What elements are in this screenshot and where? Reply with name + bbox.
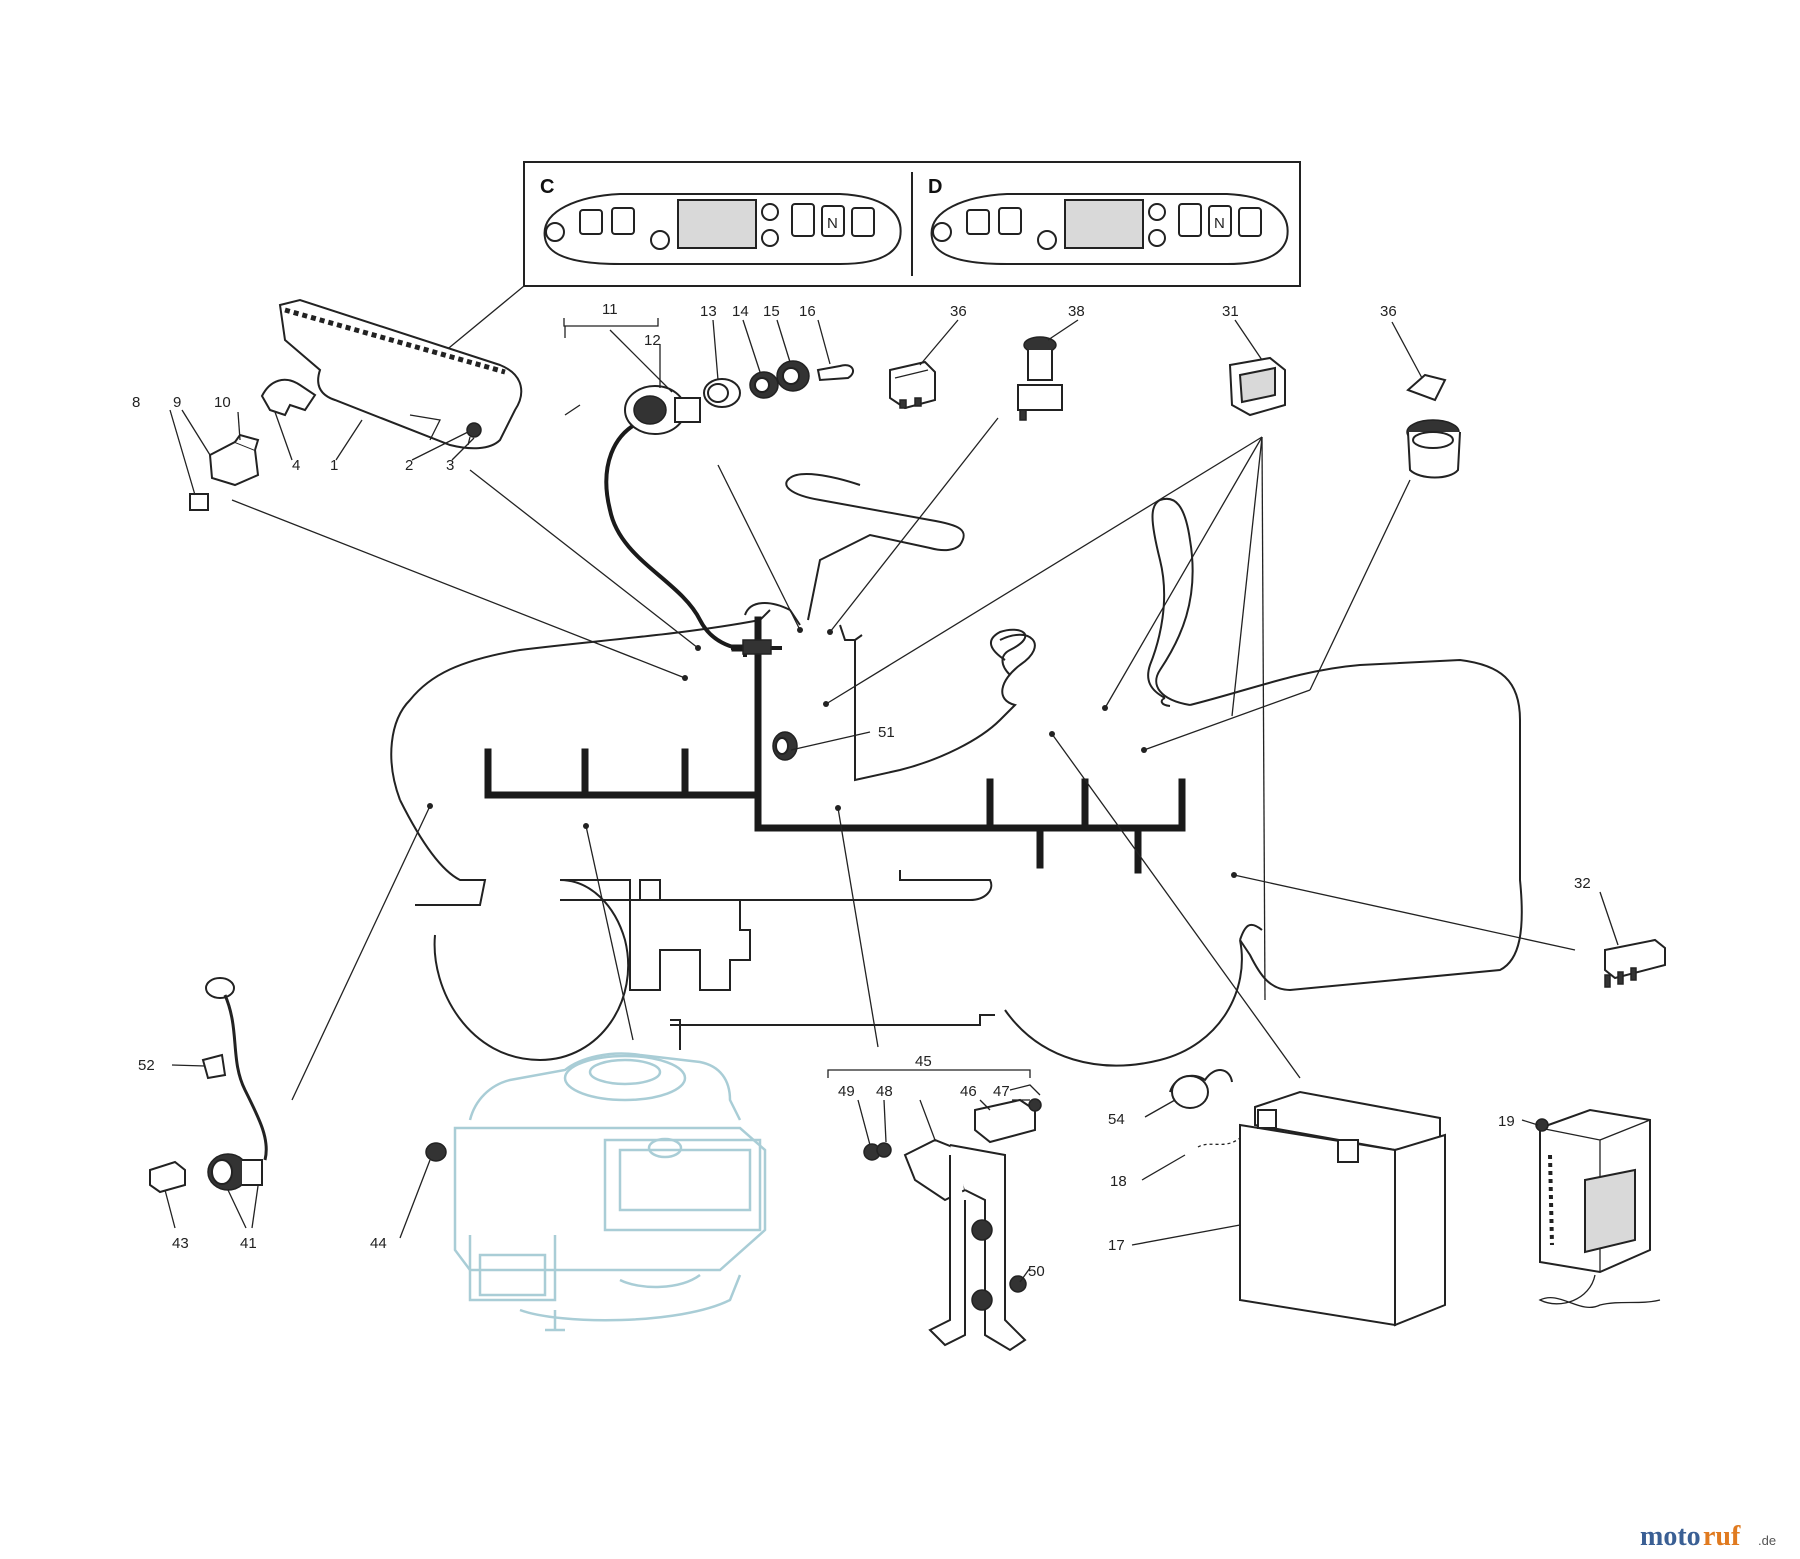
panel-letter-d: D [928, 176, 942, 198]
dashboard-panel-d: D N [928, 176, 1289, 265]
callout-18: 18 [1110, 1173, 1127, 1190]
callout-50: 50 [1028, 1263, 1045, 1280]
neutral-letter: N [827, 215, 838, 232]
callout-47: 47 [993, 1083, 1010, 1100]
callout-3: 3 [446, 457, 454, 474]
neutral-letter: N [1214, 215, 1225, 232]
reverse-icon [851, 207, 875, 237]
callout-38: 38 [1068, 303, 1085, 320]
push-switch-part [1017, 336, 1063, 421]
watermark-logo: moto ruf .de [1640, 1521, 1776, 1552]
washer-14 [749, 371, 779, 399]
reverse-icon [1238, 207, 1262, 237]
watermark-part2: ruf [1703, 1521, 1741, 1552]
fuel-icon [966, 209, 990, 235]
panel-letter-c: C [540, 176, 554, 198]
power-socket-part [1406, 373, 1461, 479]
callout-43: 43 [172, 1235, 189, 1252]
callout-51: 51 [878, 724, 895, 741]
callout-10: 10 [214, 394, 231, 411]
callout-11: 11 [602, 301, 618, 318]
fuel-icon [579, 209, 603, 235]
ignition-switch-part [624, 385, 701, 435]
callout-49: 49 [838, 1083, 855, 1100]
callout-4: 4 [292, 457, 300, 474]
indicator-lamp-icon [650, 230, 670, 250]
battery-charger-part [1535, 1108, 1661, 1308]
connection-points [427, 627, 1237, 878]
callout-leaders [164, 318, 1619, 1283]
indicator-lamp-icon [761, 229, 779, 247]
callout-19: 19 [1498, 1113, 1515, 1130]
rocker-switch-part [889, 360, 936, 410]
callout-numbers: 1 2 3 4 8 9 10 11 12 13 14 15 16 36 38 3… [132, 301, 1591, 1280]
callout-9: 9 [173, 394, 181, 411]
dashboard-variants-inset: C N D N [523, 161, 1301, 287]
battery-part [1239, 1090, 1446, 1327]
display-window [677, 199, 757, 249]
dashboard-panel-c: C N [540, 176, 902, 265]
callout-36-socket: 36 [1380, 303, 1397, 320]
key-switch-icon [545, 222, 565, 242]
tractor-outline [390, 473, 1523, 1067]
callout-52: 52 [138, 1057, 155, 1074]
seat-icon [1178, 203, 1202, 237]
callout-1: 1 [330, 457, 338, 474]
callout-54: 54 [1108, 1111, 1125, 1128]
watermark-suffix: .de [1758, 1533, 1776, 1548]
ignition-nut-13 [703, 378, 741, 408]
seat-icon [791, 203, 815, 237]
indicator-lamp-icon [1037, 230, 1057, 250]
neutral-icon [1208, 205, 1232, 237]
bracket-assembly-45 [863, 1084, 1042, 1352]
callout-46: 46 [960, 1083, 977, 1100]
callout-12: 12 [644, 332, 661, 349]
dashboard-housing-part [278, 298, 523, 450]
callout-41: 41 [240, 1235, 257, 1252]
oil-icon [998, 207, 1022, 235]
indicator-lamp-icon [1148, 203, 1166, 221]
key-16 [816, 364, 855, 382]
display-window [1064, 199, 1144, 249]
callout-17: 17 [1108, 1237, 1125, 1254]
seat-switch-part [1228, 356, 1286, 417]
callout-13: 13 [700, 303, 717, 320]
screw-part [466, 422, 482, 446]
bulb-part [1169, 1069, 1233, 1109]
engine-assembly [453, 1052, 767, 1332]
callout-14: 14 [732, 303, 749, 320]
callout-48: 48 [876, 1083, 893, 1100]
callout-44: 44 [370, 1235, 387, 1252]
switch-assembly-8-10 [189, 433, 260, 511]
key-switch-icon [932, 222, 952, 242]
callout-45: 45 [915, 1053, 932, 1070]
indicator-lamp-icon [761, 203, 779, 221]
callout-2: 2 [405, 457, 413, 474]
nut-15 [776, 360, 810, 392]
grommet-part [772, 731, 798, 761]
callout-36-switch: 36 [950, 303, 967, 320]
indicator-lamp-icon [1148, 229, 1166, 247]
relay-part [1604, 938, 1666, 988]
callout-31: 31 [1222, 303, 1239, 320]
watermark-part1: moto [1640, 1521, 1701, 1552]
spark-plug-lead-assembly [149, 977, 268, 1194]
callout-8: 8 [132, 394, 140, 411]
wiring-harness [484, 415, 1186, 874]
callout-16: 16 [799, 303, 816, 320]
fuse-part-44 [425, 1142, 447, 1162]
oil-icon [611, 207, 635, 235]
callout-15: 15 [763, 303, 780, 320]
clip-part [260, 378, 317, 417]
neutral-icon [821, 205, 845, 237]
leader-lines [231, 326, 1576, 1101]
callout-32: 32 [1574, 875, 1591, 892]
